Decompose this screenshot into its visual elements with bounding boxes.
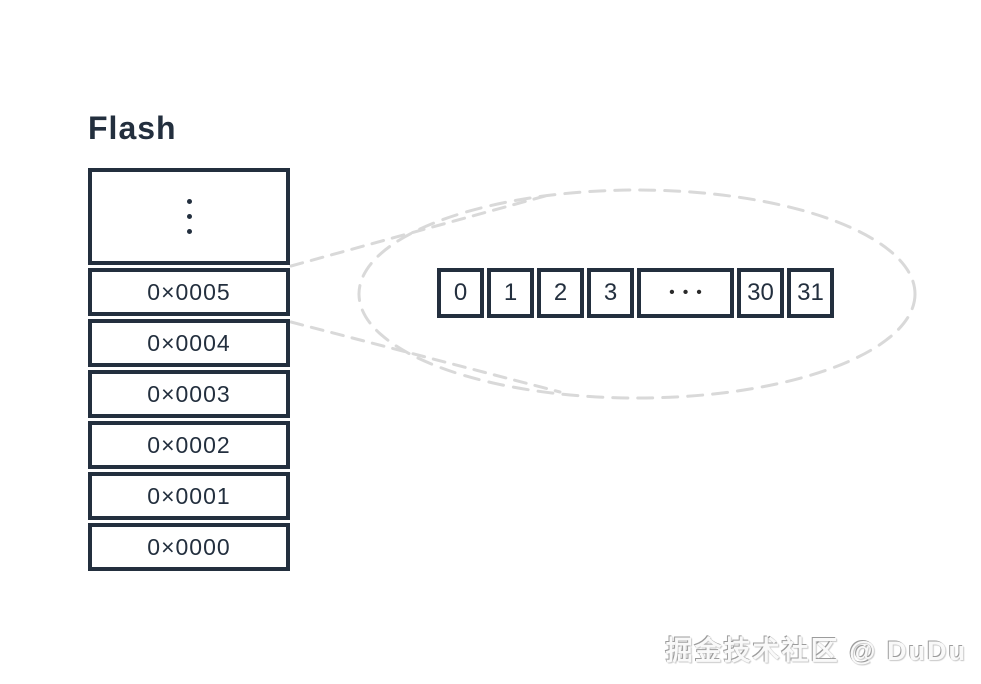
bit-row: 0 1 2 3 ••• 30 31 — [437, 268, 834, 318]
bit-cell-3: 3 — [587, 268, 634, 318]
bit-cell-0: 0 — [437, 268, 484, 318]
bit-cell-1: 1 — [487, 268, 534, 318]
stack-ellipsis-cell — [88, 168, 290, 265]
callout-line-top — [289, 194, 547, 268]
callout-line-bottom — [289, 320, 562, 394]
bit-cell-31: 31 — [787, 268, 834, 318]
stack-cell-0x0005: 0×0005 — [88, 268, 290, 316]
flash-stack: 0×0005 0×0004 0×0003 0×0002 0×0001 0×000… — [88, 168, 290, 571]
vertical-ellipsis-icon — [186, 199, 192, 234]
stack-cell-0x0004: 0×0004 — [88, 319, 290, 367]
flash-label: Flash — [88, 110, 177, 146]
stack-cell-0x0002: 0×0002 — [88, 421, 290, 469]
stack-cell-0x0001: 0×0001 — [88, 472, 290, 520]
watermark: 掘金技术社区 @ DuDu — [665, 636, 967, 666]
bit-cell-ellipsis: ••• — [637, 268, 734, 318]
bit-cell-30: 30 — [737, 268, 784, 318]
stack-cell-0x0000: 0×0000 — [88, 523, 290, 571]
stack-cell-0x0003: 0×0003 — [88, 370, 290, 418]
bit-cell-2: 2 — [537, 268, 584, 318]
